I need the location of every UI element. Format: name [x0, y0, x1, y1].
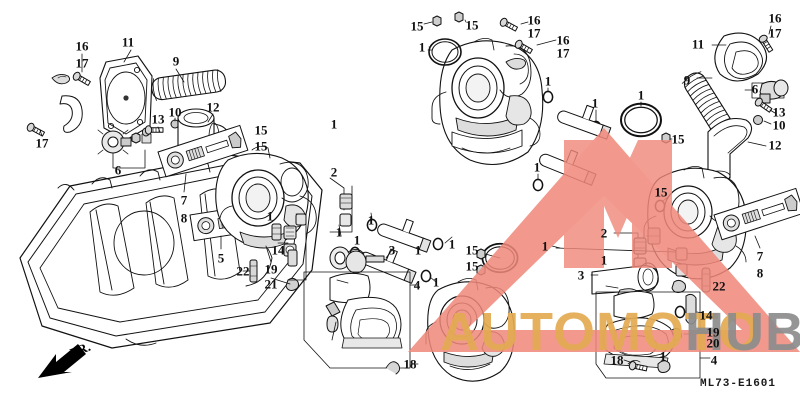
callout-number: 8: [180, 210, 188, 226]
diagram-code-label: ML73-E1601: [700, 378, 777, 390]
callout-number: 15: [465, 258, 479, 274]
callout-number: 22: [236, 263, 250, 279]
watermark-text-secondary: HUB: [685, 302, 800, 362]
callout-number: 17: [75, 55, 89, 71]
callout-number: 1: [353, 232, 361, 248]
callout-number: 1: [600, 252, 608, 268]
callout-number: 13: [151, 111, 165, 127]
callout-number: 1: [330, 116, 338, 132]
callout-number: 10: [168, 104, 182, 120]
callout-number: 15: [254, 122, 268, 138]
cover-ring-part-right: [714, 32, 768, 82]
callout-number: 15: [465, 242, 479, 258]
callout-number: 15: [671, 131, 685, 147]
callout-number: 1: [432, 274, 440, 290]
callout-number: 6: [114, 162, 122, 178]
cover-plate-part: [99, 55, 153, 141]
callout-number: 1: [637, 87, 645, 103]
callout-number: 17: [35, 135, 49, 151]
callout-number: 14: [271, 242, 285, 258]
callout-number: 1: [533, 159, 541, 175]
callout-number: 1: [591, 95, 599, 111]
callout-number: 1: [414, 242, 422, 258]
callout-number: 10: [772, 117, 786, 133]
callout-number: 1: [448, 236, 456, 252]
callout-number: 18: [610, 352, 624, 368]
callout-number: 20: [706, 335, 720, 351]
callout-number: 9: [683, 72, 691, 88]
callout-number: 1: [659, 348, 667, 364]
callout-number: 22: [712, 278, 726, 294]
callout-number: 1: [418, 39, 426, 55]
callout-number: 1: [367, 212, 375, 228]
callout-number: 17: [768, 25, 782, 41]
callout-number: 1: [266, 208, 274, 224]
callout-number: 11: [121, 34, 135, 50]
callout-number: 12: [768, 137, 782, 153]
callout-number: 4: [710, 352, 718, 368]
callout-number: 15: [254, 138, 268, 154]
callout-number: 9: [172, 53, 180, 69]
callout-number: 7: [756, 248, 764, 264]
callout-number: 2: [330, 164, 338, 180]
callout-number: 6: [751, 81, 759, 97]
watermark-text-primary: AUTOMOTO: [440, 302, 762, 362]
callout-number: 8: [756, 265, 764, 281]
callout-number: 15: [654, 184, 668, 200]
callout-number: 15: [465, 17, 479, 33]
carburetor-body-top: [431, 38, 544, 166]
callout-number: 19: [706, 324, 720, 340]
callout-number: 3: [388, 242, 396, 258]
callout-number: 12: [206, 99, 220, 115]
front-direction-arrow: [38, 344, 86, 378]
callout-number: 5: [217, 250, 225, 266]
callout-number: 17: [527, 25, 541, 41]
float-bowl-assembly-left: [303, 271, 419, 375]
callout-number: 17: [556, 45, 570, 61]
callout-number: 13: [772, 104, 786, 120]
callout-number: 16: [75, 38, 89, 54]
callout-number: 18: [403, 356, 417, 372]
callout-number: 7: [180, 192, 188, 208]
callout-number: 19: [264, 261, 278, 277]
callout-number: 21: [264, 276, 278, 292]
callout-number: 2: [600, 225, 608, 241]
callout-number: 16: [527, 12, 541, 28]
callout-number: 1: [541, 238, 549, 254]
callout-number: 1: [335, 224, 343, 240]
callout-number: 15: [410, 18, 424, 34]
callout-number: 11: [691, 36, 705, 52]
callout-number: 14: [699, 307, 713, 323]
callout-number: 16: [768, 10, 782, 26]
callout-number: 3: [577, 267, 585, 283]
callout-number: 1: [544, 73, 552, 89]
callout-number: 16: [556, 32, 570, 48]
callout-number: 4: [413, 277, 421, 293]
